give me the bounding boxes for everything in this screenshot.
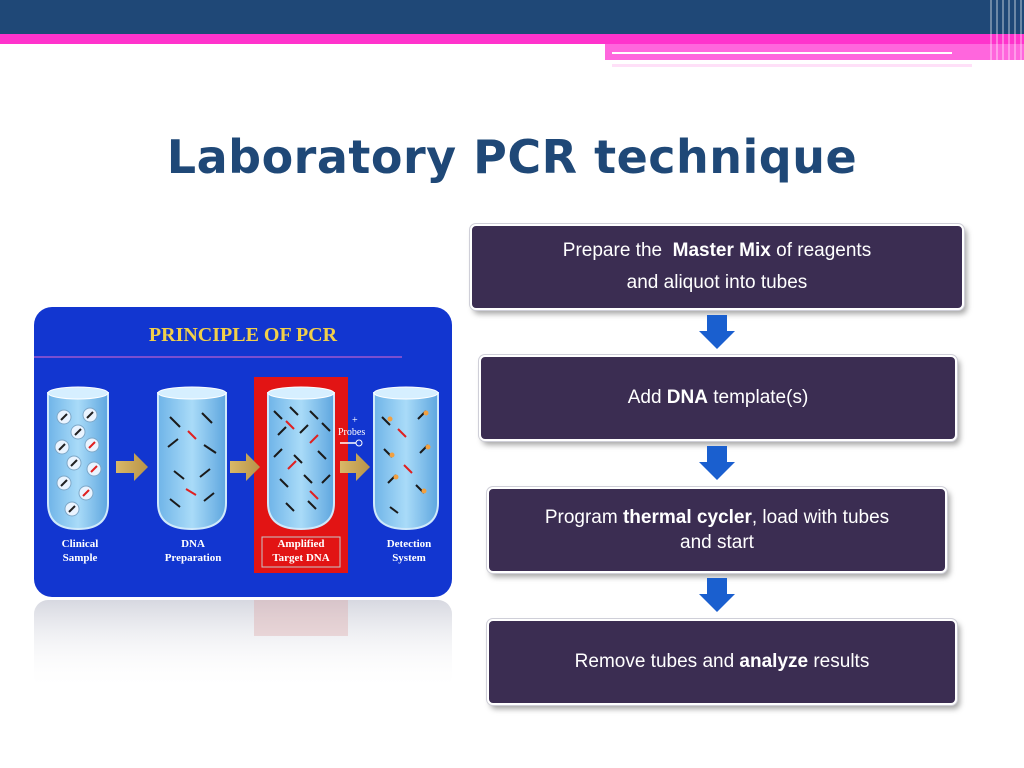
step-1-post: of reagents xyxy=(770,240,872,261)
tube-dna-preparation xyxy=(157,386,227,531)
tube2-label-1: DNA xyxy=(181,538,205,550)
tube1-label-1: Clinical xyxy=(62,538,99,550)
step-4-pre: Remove tubes and xyxy=(574,651,740,672)
step-1-pre: Prepare the xyxy=(562,240,673,261)
figure-heading: PRINCIPLE OF PCR xyxy=(149,324,338,346)
tube2-label-2: Preparation xyxy=(165,552,222,564)
step-add-dna: Add DNA template(s) xyxy=(479,355,957,441)
top-banner xyxy=(0,0,1024,34)
accent-band xyxy=(0,34,1024,44)
step-4-bold: analyze xyxy=(739,651,809,672)
banner-stripes xyxy=(990,0,1024,70)
down-arrow-icon xyxy=(699,315,735,349)
step-1-bold: Master Mix xyxy=(672,240,771,261)
tube1-label-2: Sample xyxy=(63,552,98,564)
step-analyze: Remove tubes and analyze results xyxy=(487,619,957,705)
step-thermal-cycler: Program thermal cycler, load with tubes … xyxy=(487,487,947,573)
step-3-pre: Program xyxy=(544,507,623,528)
tube-clinical-sample xyxy=(47,386,109,531)
probe-label: Probes xyxy=(338,427,365,438)
down-arrow-icon xyxy=(699,446,735,480)
probe-icon xyxy=(355,439,363,447)
accent-line xyxy=(612,52,952,54)
pcr-principle-figure: PRINCIPLE OF PCR xyxy=(34,307,452,597)
step-2-bold: DNA xyxy=(666,387,708,408)
probe-plus: + xyxy=(352,415,358,426)
tube-detection-system xyxy=(373,386,439,531)
tube-amplified-target xyxy=(267,386,335,531)
step-3-post: , load with tubes xyxy=(751,507,890,528)
tube3-label-1: Amplified xyxy=(277,538,324,550)
step-2-pre: Add xyxy=(627,387,667,408)
step-2-post: template(s) xyxy=(707,387,809,408)
tube3-label-2: Target DNA xyxy=(272,552,329,564)
flow-arrows xyxy=(116,453,370,481)
down-arrow-icon xyxy=(699,578,735,612)
amplified-label-box xyxy=(261,536,341,568)
slide-title: Laboratory PCR technique xyxy=(166,130,858,184)
accent-line-lower xyxy=(612,64,972,67)
step-master-mix: Prepare the Master Mix of reagents and a… xyxy=(470,224,964,310)
step-3-bold: thermal cycler xyxy=(622,507,752,528)
step-4-post: results xyxy=(808,651,870,672)
figure-reflection xyxy=(34,600,452,690)
step-3-line2: and start xyxy=(680,532,754,553)
tube4-label-2: System xyxy=(392,552,426,564)
step-1-line2: and aliquot into tubes xyxy=(626,272,808,293)
tube4-label-1: Detection xyxy=(387,538,432,550)
